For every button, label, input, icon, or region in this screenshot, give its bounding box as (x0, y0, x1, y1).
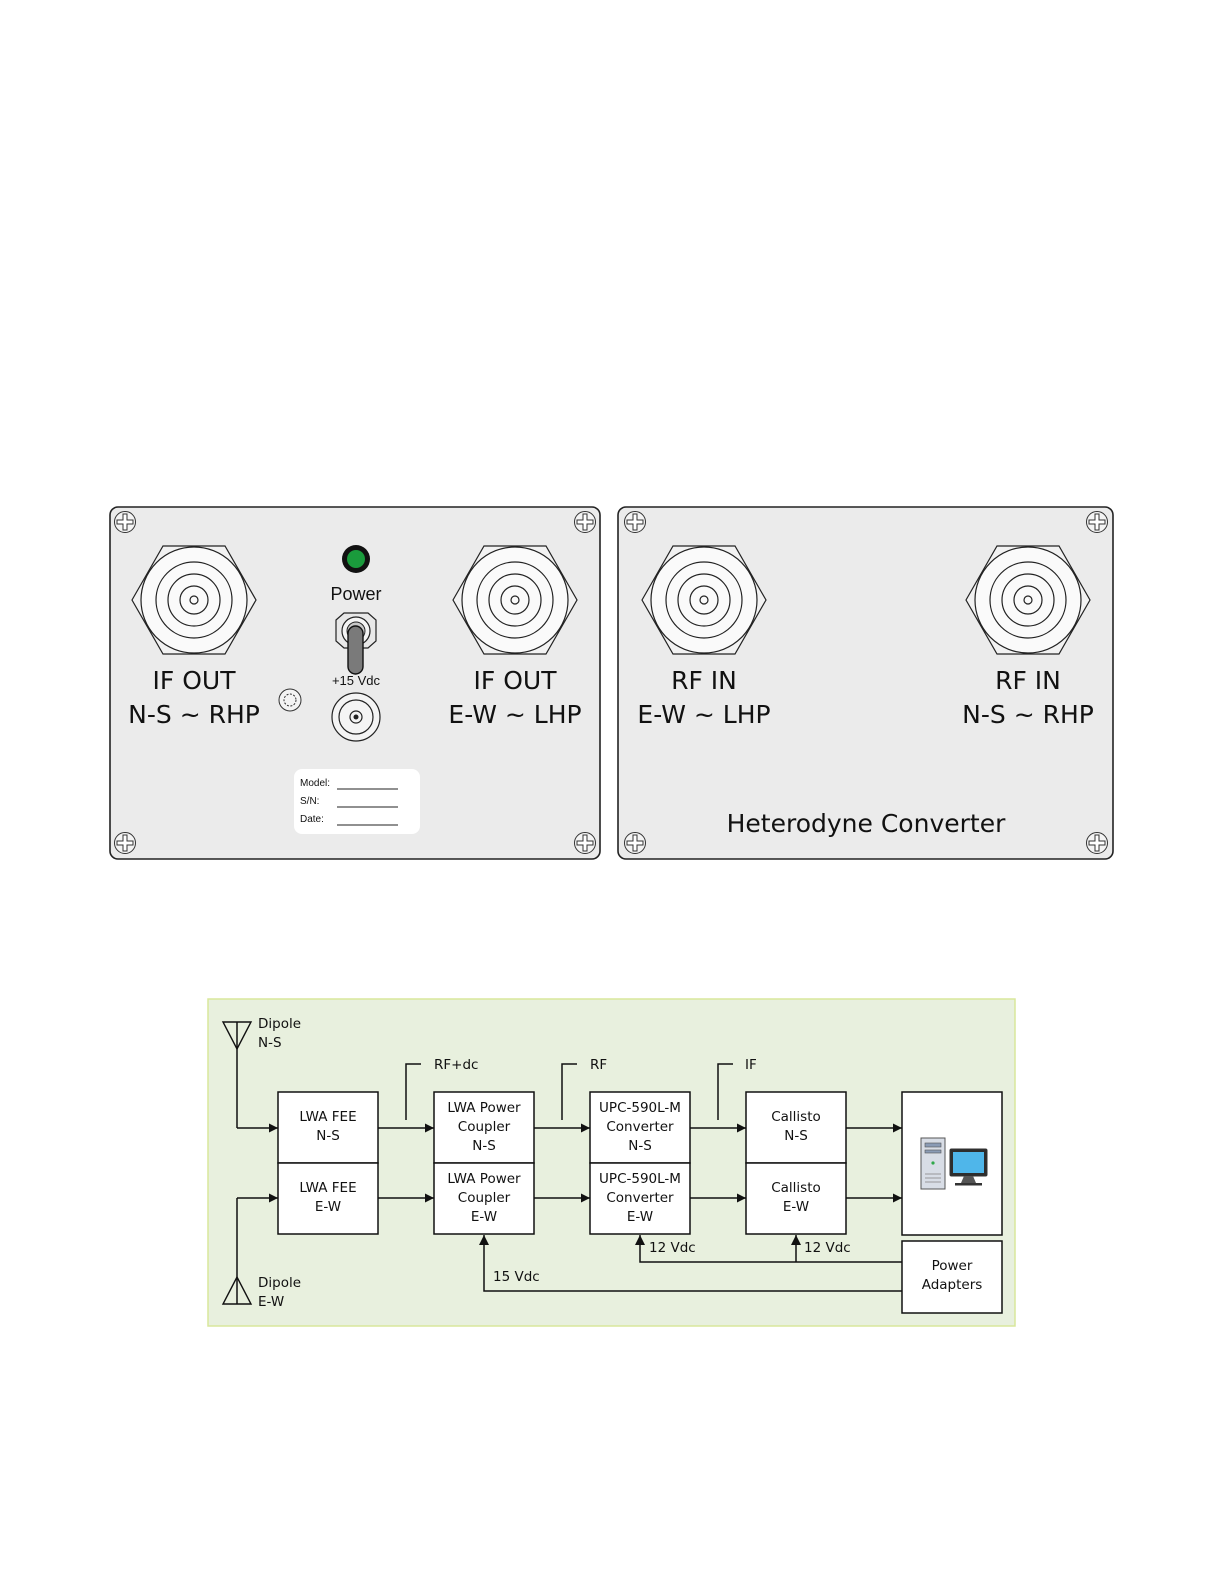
computer-icon (920, 1137, 988, 1190)
block-text: Converter (606, 1119, 674, 1135)
screw-icon (1086, 511, 1108, 533)
lwa-power-coupler-ew-block (433, 1162, 535, 1235)
block-text: Coupler (458, 1190, 511, 1206)
if-leader (717, 1063, 733, 1120)
dipole-ew-antenna-icon (221, 1193, 278, 1305)
supply-label-12v: 12 Vdc (804, 1240, 851, 1256)
block-text: Callisto (771, 1180, 821, 1196)
block-diagram: Dipole N-S Dipole E-W LWA FEE N-S LWA FE… (207, 998, 1016, 1327)
lwa-power-coupler-ns-block (433, 1091, 535, 1164)
rf-dc-leader (405, 1063, 421, 1120)
block-text: Power (932, 1258, 973, 1274)
block-text: Converter (606, 1190, 674, 1206)
rf-leader (561, 1063, 577, 1120)
block-text: LWA FEE (299, 1109, 356, 1125)
block-text: N-S (628, 1138, 652, 1154)
block-text: Callisto (771, 1109, 821, 1125)
if-out-ns-label-line1: IF OUT (153, 666, 237, 695)
block-text: LWA FEE (299, 1180, 356, 1196)
power-adapters-block (901, 1240, 1003, 1314)
rf-dc-label: RF+dc (434, 1057, 478, 1073)
supply-label-15v: 15 Vdc (493, 1269, 540, 1285)
rf-in-ns-label-line2: N-S ~ RHP (962, 700, 1094, 729)
block-text: E-W (315, 1199, 341, 1215)
screw-icon (624, 832, 646, 854)
power-label: Power (330, 584, 381, 604)
supply-label-12v: 12 Vdc (649, 1240, 696, 1256)
block-text: E-W (783, 1199, 809, 1215)
serial-info-label: Model: S/N: Date: (294, 769, 420, 834)
block-text: Adapters (922, 1277, 983, 1293)
dipole-ns-antenna-icon (221, 1021, 278, 1133)
supply-12v-converter-line (635, 1235, 902, 1263)
lwa-fee-ew-block (277, 1162, 379, 1235)
block-text: E-W (471, 1209, 497, 1225)
dipole-ew-label-line2: E-W (258, 1294, 284, 1310)
block-text: N-S (316, 1128, 340, 1144)
rear-panel-title: Heterodyne Converter (727, 809, 1006, 838)
supply-15v-coupler-line (479, 1235, 902, 1292)
upc-converter-ew-block (589, 1162, 691, 1235)
upc-converter-ns-block (589, 1091, 691, 1164)
sn-label: S/N: (300, 796, 319, 807)
dipole-ns-label-line2: N-S (258, 1035, 282, 1051)
dc-input-label: +15 Vdc (332, 673, 381, 688)
screw-icon (574, 832, 596, 854)
screw-icon (624, 511, 646, 533)
block-text: N-S (784, 1128, 808, 1144)
screw-icon (114, 832, 136, 854)
power-led-lamp (347, 550, 365, 568)
front-panel: IF OUT N-S ~ RHP IF OUT E-W ~ LHP Power … (109, 506, 601, 860)
block-text: UPC-590L-M (599, 1100, 681, 1116)
block-text: UPC-590L-M (599, 1171, 681, 1187)
dipole-ew-label-line1: Dipole (258, 1275, 301, 1291)
block-text: E-W (627, 1209, 653, 1225)
screw-icon (574, 511, 596, 533)
rear-panel: RF IN E-W ~ LHP RF IN N-S ~ RHP Heterody… (617, 506, 1114, 860)
dipole-ns-label-line1: Dipole (258, 1016, 301, 1032)
rf-in-ew-label-line2: E-W ~ LHP (637, 700, 770, 729)
block-text: Coupler (458, 1119, 511, 1135)
dc-power-jack[interactable] (331, 692, 381, 742)
screw-icon (114, 511, 136, 533)
if-label: IF (745, 1057, 757, 1073)
if-out-ns-label-line2: N-S ~ RHP (128, 700, 260, 729)
power-toggle-switch[interactable] (335, 612, 377, 675)
model-label: Model: (300, 778, 330, 789)
rf-in-ew-label-line1: RF IN (671, 666, 737, 695)
if-out-ew-label-line2: E-W ~ LHP (448, 700, 581, 729)
block-text: LWA Power (447, 1100, 521, 1116)
block-text: LWA Power (447, 1171, 521, 1187)
ground-screw-icon (278, 688, 302, 712)
rf-label: RF (590, 1057, 607, 1073)
block-text: N-S (472, 1138, 496, 1154)
screw-icon (1086, 832, 1108, 854)
rf-in-ns-label-line1: RF IN (995, 666, 1061, 695)
if-out-ew-label-line1: IF OUT (474, 666, 558, 695)
date-label: Date: (300, 814, 324, 825)
